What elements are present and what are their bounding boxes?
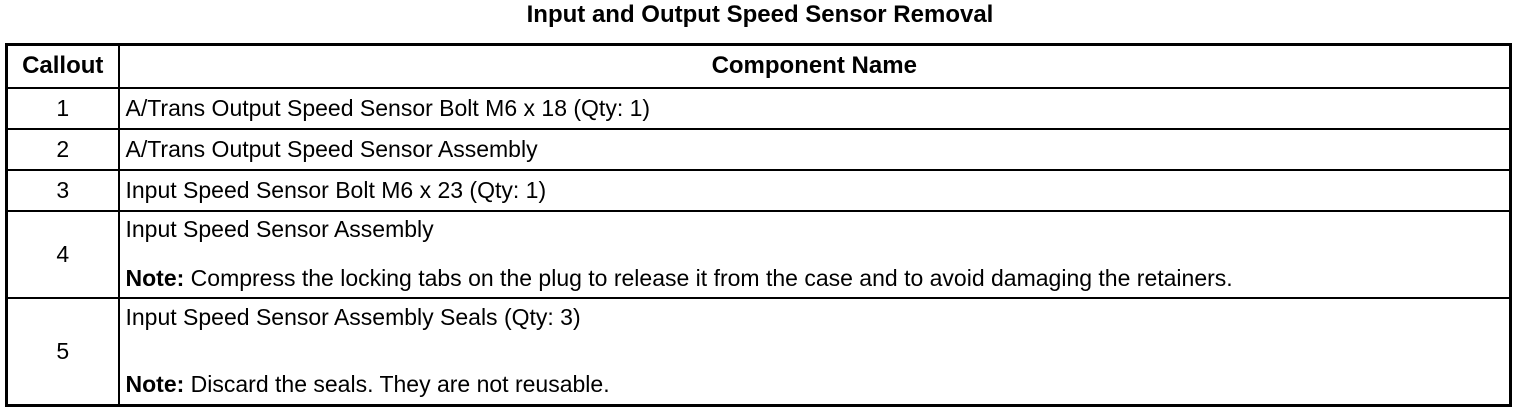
note-text: Discard the seals. They are not reusable…	[184, 371, 610, 398]
component-note: Note: Discard the seals. They are not re…	[126, 371, 1504, 398]
table-row-5: 5 Input Speed Sensor Assembly Seals (Qty…	[5, 296, 1512, 407]
component-name: A/Trans Output Speed Sensor Bolt M6 x 18…	[117, 86, 1512, 130]
table-header-row: Callout Component Name	[5, 43, 1512, 89]
component-note: Note: Compress the locking tabs on the p…	[126, 265, 1504, 292]
callout-number: 2	[5, 127, 120, 171]
note-text: Compress the locking tabs on the plug to…	[184, 265, 1233, 291]
component-name: Input Speed Sensor Assembly Seals (Qty: …	[125, 304, 581, 331]
component-name: Input Speed Sensor Assembly	[125, 216, 434, 242]
table-row-4: 4 Input Speed Sensor Assembly Note: Comp…	[5, 209, 1512, 299]
callout-number: 1	[5, 86, 120, 130]
note-label: Note:	[125, 371, 185, 398]
table-row-3: 3 Input Speed Sensor Bolt M6 x 23 (Qty: …	[5, 168, 1512, 212]
callout-number: 4	[5, 209, 120, 299]
component-table: Callout Component Name 1 A/Trans Output …	[5, 43, 1512, 407]
table-title: Input and Output Speed Sensor Removal	[526, 1, 994, 28]
callout-number: 5	[5, 296, 120, 407]
component-cell: Input Speed Sensor Assembly Note: Compre…	[117, 209, 1512, 299]
component-cell: Input Speed Sensor Assembly Seals (Qty: …	[117, 296, 1512, 407]
component-name: Input Speed Sensor Bolt M6 x 23 (Qty: 1)	[117, 168, 1512, 212]
component-name: A/Trans Output Speed Sensor Assembly	[117, 127, 1512, 171]
header-component-name: Component Name	[117, 43, 1512, 89]
table-row-1: 1 A/Trans Output Speed Sensor Bolt M6 x …	[5, 86, 1512, 130]
callout-number: 3	[5, 168, 120, 212]
note-label: Note:	[125, 265, 185, 291]
header-callout: Callout	[5, 43, 120, 89]
table-row-2: 2 A/Trans Output Speed Sensor Assembly	[5, 127, 1512, 171]
